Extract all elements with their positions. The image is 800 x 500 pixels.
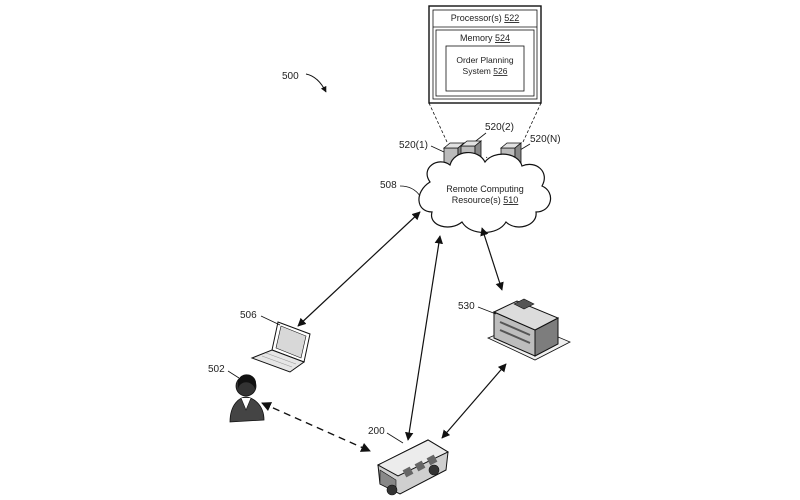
callout-dash-left (428, 102, 448, 143)
arrow-vehicle-cloud (405, 235, 443, 441)
building-ref-label: 530 (458, 301, 475, 312)
arrow-cloud-building (480, 227, 504, 291)
order-planning-box (445, 45, 525, 92)
vehicle-icon (376, 439, 450, 496)
order-planning-line1: Order Planning (456, 55, 513, 65)
server-box: Processor(s) 522 Memory 524 Order Planni… (428, 5, 542, 104)
processor-label: Processor(s) 522 (451, 13, 520, 23)
cloud-line1: Remote Computing (446, 184, 524, 194)
cloud-line2: Resource(s) 510 (452, 195, 519, 205)
laptop-ref-label: 506 (240, 310, 257, 321)
laptop-icon (250, 321, 311, 373)
vehicle-ref-label: 200 (368, 426, 385, 437)
building-icon (487, 298, 571, 361)
cloud-ref-label: 508 (380, 180, 397, 191)
arrow-vehicle-building (441, 363, 507, 439)
cloud-shape (418, 152, 552, 234)
user-icon (229, 374, 265, 423)
server-1-label: 520(1) (399, 140, 428, 151)
arrow-user-vehicle-dashed (261, 402, 371, 452)
server-2-label: 520(2) (485, 122, 514, 133)
callout-dash-right (522, 102, 542, 143)
memory-label: Memory 524 (460, 33, 510, 43)
order-planning-line2: System 526 (463, 66, 508, 76)
arrow-laptop-cloud (297, 211, 421, 327)
user-ref-label: 502 (208, 364, 225, 375)
figure-number-pointer (305, 73, 327, 93)
server-n-label: 520(N) (530, 134, 561, 145)
figure-number: 500 (282, 71, 299, 82)
